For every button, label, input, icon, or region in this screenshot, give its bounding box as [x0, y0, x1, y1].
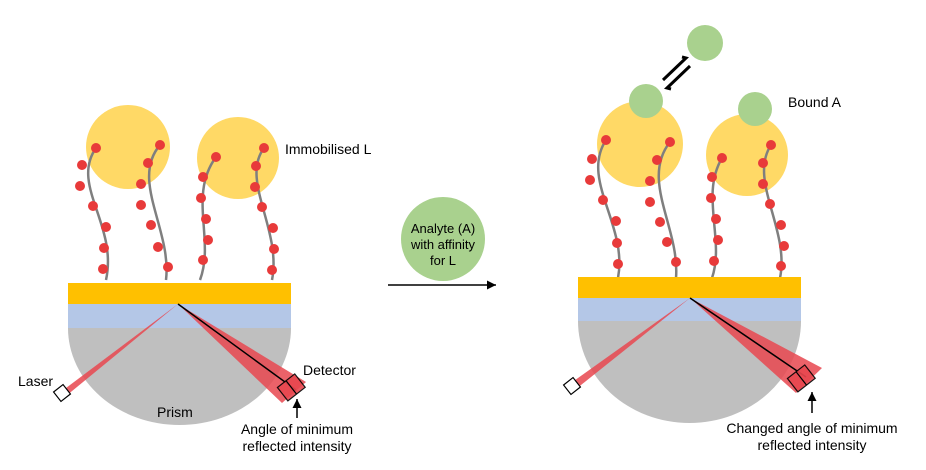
bead — [146, 220, 156, 230]
ligand-circle — [706, 114, 788, 196]
analyte-circle — [401, 197, 485, 281]
laser-label: Laser — [18, 373, 53, 389]
incident-beam — [62, 304, 178, 396]
laser-source — [562, 376, 582, 396]
bead — [598, 195, 608, 205]
bead — [88, 201, 98, 211]
bead — [707, 172, 717, 182]
bead — [713, 235, 723, 245]
bead — [257, 202, 267, 212]
gold-layer — [578, 277, 801, 298]
bead — [136, 179, 146, 189]
prism-label: Prism — [157, 404, 193, 420]
changed-angle-label-line1: Changed angle of minimum — [726, 420, 897, 436]
bound-analyte-label: Bound A — [788, 94, 842, 110]
ligand-beads — [75, 140, 279, 275]
bead — [779, 241, 789, 251]
bead — [251, 161, 261, 171]
bead — [758, 158, 768, 168]
bead — [612, 238, 622, 248]
bead — [259, 143, 269, 153]
right-panel: Bound A Changed angle of minimum reflect… — [562, 25, 898, 453]
bead — [662, 237, 672, 247]
bead — [163, 262, 173, 272]
incident-beam — [571, 298, 690, 389]
bead — [267, 265, 277, 275]
detector-label: Detector — [303, 362, 356, 378]
bead — [776, 220, 786, 230]
angle-label-line1: Angle of minimum — [241, 421, 353, 437]
bead — [198, 172, 208, 182]
bead — [101, 222, 111, 232]
bead — [143, 158, 153, 168]
bead — [776, 261, 786, 271]
gold-layer — [68, 283, 291, 304]
bound-analyte-circle — [629, 84, 663, 118]
bead — [671, 257, 681, 267]
free-analyte-circle — [687, 25, 723, 61]
bead — [585, 175, 595, 185]
bead — [645, 176, 655, 186]
bead — [75, 181, 85, 191]
angle-label-line2: reflected intensity — [243, 438, 352, 454]
detector — [276, 373, 307, 402]
bead — [717, 153, 727, 163]
bead — [269, 244, 279, 254]
prism — [578, 321, 801, 423]
bead — [766, 140, 776, 150]
bead — [758, 179, 768, 189]
bead — [198, 255, 208, 265]
bead — [711, 214, 721, 224]
bead — [587, 154, 597, 164]
bead — [77, 160, 87, 170]
analyte-label-line3: for L — [430, 253, 456, 268]
reflected-beam — [690, 298, 822, 393]
bead — [601, 135, 611, 145]
bead — [136, 200, 146, 210]
bead — [91, 143, 101, 153]
detector — [786, 364, 817, 393]
bead — [611, 216, 621, 226]
ligand-circle — [197, 117, 279, 199]
bead — [196, 193, 206, 203]
bound-analyte-circle — [738, 92, 772, 126]
immobilised-label: Immobilised L — [285, 141, 372, 157]
analyte-label-line2: with affinity — [410, 237, 476, 252]
bead — [268, 223, 278, 233]
dielectric-layer — [578, 298, 801, 321]
bead — [665, 137, 675, 147]
bead — [652, 155, 662, 165]
bead — [201, 214, 211, 224]
equilibrium-arrows-icon — [661, 55, 692, 91]
analyte-label-line1: Analyte (A) — [411, 221, 475, 236]
laser-source — [52, 383, 72, 403]
bead — [153, 242, 163, 252]
bead — [706, 193, 716, 203]
minimum-angle-line — [177, 303, 297, 391]
bead — [250, 182, 260, 192]
reflected-beam — [178, 304, 306, 403]
bead — [765, 199, 775, 209]
dielectric-layer — [68, 304, 291, 328]
bead — [155, 140, 165, 150]
bead — [98, 264, 108, 274]
bead — [203, 235, 213, 245]
ligand-beads — [585, 135, 789, 271]
ligand-circle — [597, 101, 683, 187]
bead — [211, 152, 221, 162]
minimum-angle-line — [689, 297, 807, 378]
changed-angle-label-line2: reflected intensity — [758, 437, 867, 453]
bead — [645, 197, 655, 207]
analyte-step: Analyte (A) with affinity for L — [388, 197, 496, 290]
left-panel: Immobilised L Laser Detector Prism Angle… — [18, 105, 372, 454]
bead — [709, 256, 719, 266]
bead — [99, 243, 109, 253]
bead — [613, 259, 623, 269]
bead — [655, 217, 665, 227]
